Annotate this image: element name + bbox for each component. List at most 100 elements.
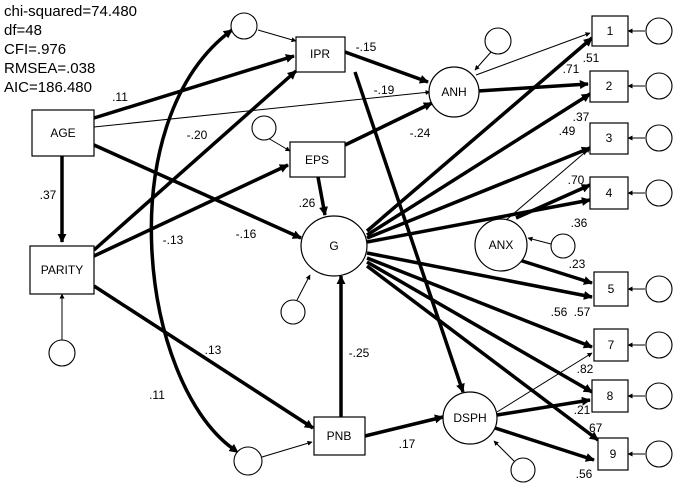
error-item3 bbox=[645, 124, 673, 152]
node-parity: PARITY bbox=[29, 245, 95, 295]
path-g-item9 bbox=[365, 264, 600, 442]
path-ipr-anh bbox=[344, 50, 429, 84]
path-ipr-dsph bbox=[353, 71, 465, 393]
stat-df: df=48 bbox=[4, 22, 42, 39]
path-anh-item1 bbox=[475, 32, 591, 76]
node-label-item4: 4 bbox=[606, 186, 613, 200]
path-parity-pnb bbox=[93, 284, 314, 430]
coef-age-parity: .37 bbox=[40, 188, 57, 202]
error-arrow-pnb bbox=[261, 440, 313, 458]
error-arrow-ipr bbox=[257, 29, 297, 43]
coef-age-anh: -.19 bbox=[374, 83, 395, 97]
node-label-age: AGE bbox=[50, 126, 75, 140]
error-item1 bbox=[645, 17, 673, 45]
coef-item4-g: .70 bbox=[568, 173, 585, 187]
node-ipr: IPR bbox=[295, 36, 346, 73]
coef-age-ipr: .11 bbox=[112, 90, 128, 104]
error-arrow-g bbox=[296, 274, 311, 301]
node-item4: 4 bbox=[589, 176, 629, 210]
node-label-item9: 9 bbox=[610, 447, 617, 461]
node-label-item7: 7 bbox=[608, 338, 615, 352]
error-eps bbox=[251, 115, 277, 141]
node-label-eps: EPS bbox=[305, 153, 329, 167]
error-arrow-dsph bbox=[493, 440, 516, 463]
stat-aic: AIC=186.480 bbox=[4, 79, 92, 96]
node-dsph: DSPH bbox=[442, 391, 498, 445]
node-item3: 3 bbox=[589, 122, 629, 155]
path-parity-eps bbox=[93, 163, 289, 258]
curved-correlation-arrow bbox=[149, 28, 239, 453]
coef-parity-pnb: .13 bbox=[205, 343, 222, 357]
node-label-item2: 2 bbox=[606, 79, 613, 93]
path-dsph-item9 bbox=[494, 426, 595, 462]
node-eps: EPS bbox=[289, 141, 346, 178]
node-label-item8: 8 bbox=[607, 389, 614, 403]
node-label-ipr: IPR bbox=[310, 47, 330, 61]
error-anh bbox=[484, 27, 512, 55]
coef-item8-g: .82 bbox=[577, 362, 594, 376]
stat-chi-squared: chi-squared=74.480 bbox=[4, 3, 137, 20]
error-terms bbox=[48, 12, 673, 483]
path-dsph-item7 bbox=[496, 352, 593, 413]
node-item2: 2 bbox=[589, 70, 629, 103]
path-g-item3 bbox=[366, 146, 591, 240]
node-label-item3: 3 bbox=[606, 131, 613, 145]
node-label-pnb: PNB bbox=[327, 429, 352, 443]
node-item7: 7 bbox=[593, 328, 629, 362]
error-g bbox=[280, 299, 306, 325]
path-g-item5 bbox=[366, 251, 593, 300]
coef-item1-anh: .51 bbox=[583, 51, 600, 65]
path-g-item7 bbox=[366, 256, 593, 349]
path-g-item8 bbox=[366, 260, 593, 394]
coef-age-g: -.16 bbox=[236, 227, 257, 241]
coef-item9-dsph: .56 bbox=[576, 467, 593, 481]
path-anx-item5 bbox=[515, 257, 593, 285]
node-anx: ANX bbox=[474, 218, 528, 272]
node-item1: 1 bbox=[591, 15, 629, 47]
coef-item5-g: .57 bbox=[574, 305, 591, 319]
coef-parity-ipr: -.20 bbox=[187, 128, 208, 142]
stat-rmsea: RMSEA=.038 bbox=[4, 60, 95, 77]
thick-paths bbox=[57, 28, 600, 462]
node-label-item1: 1 bbox=[607, 24, 614, 38]
error-parity bbox=[48, 339, 76, 367]
node-label-g: G bbox=[329, 239, 338, 253]
path-age-g bbox=[93, 143, 302, 240]
path-pnb-dsph bbox=[364, 414, 444, 438]
node-g: G bbox=[300, 215, 368, 277]
error-ipr bbox=[230, 12, 258, 40]
path-anx-item3 bbox=[504, 147, 591, 222]
error-arrow-eps bbox=[267, 137, 291, 152]
path-age-ipr bbox=[93, 54, 295, 120]
node-label-dsph: DSPH bbox=[453, 411, 486, 425]
coef-eps-anh: -.24 bbox=[410, 126, 431, 140]
node-item5: 5 bbox=[593, 271, 629, 307]
node-anh: ANH bbox=[428, 66, 480, 118]
path-age-anh bbox=[93, 89, 431, 128]
error-item9 bbox=[645, 440, 673, 468]
error-pnb bbox=[233, 446, 263, 476]
error-arrow-anh bbox=[474, 51, 492, 71]
error-item5 bbox=[645, 275, 673, 303]
stat-cfi: CFI=.976 bbox=[4, 41, 66, 58]
coef-item8-dsph: .21 bbox=[574, 403, 591, 417]
coef-ipr-anh: -.15 bbox=[356, 40, 377, 54]
coef-pnb-g: -.25 bbox=[349, 346, 370, 360]
error-item8 bbox=[645, 382, 673, 410]
error-item7 bbox=[645, 331, 673, 359]
coef-item2-anh: .71 bbox=[563, 62, 580, 76]
coef-parity-eps: -.13 bbox=[163, 233, 184, 247]
error-arrow-anx bbox=[527, 236, 552, 245]
path-g-item2 bbox=[366, 92, 591, 237]
node-item9: 9 bbox=[597, 437, 629, 471]
coef-item4-anx: .36 bbox=[571, 216, 588, 230]
error-item2 bbox=[645, 72, 673, 100]
coef-item3-g: .49 bbox=[559, 124, 576, 138]
coef-item7-g: .56 bbox=[551, 305, 568, 319]
node-label-anx: ANX bbox=[489, 238, 514, 252]
path-g-item1 bbox=[365, 36, 594, 233]
coefficient-labels: .11 .37 -.16 -.20 -.13 .13 -.15 -.19 -.2… bbox=[40, 40, 603, 481]
node-item8: 8 bbox=[591, 379, 629, 413]
node-label-anh: ANH bbox=[441, 85, 466, 99]
path-anx-item4 bbox=[515, 183, 591, 220]
